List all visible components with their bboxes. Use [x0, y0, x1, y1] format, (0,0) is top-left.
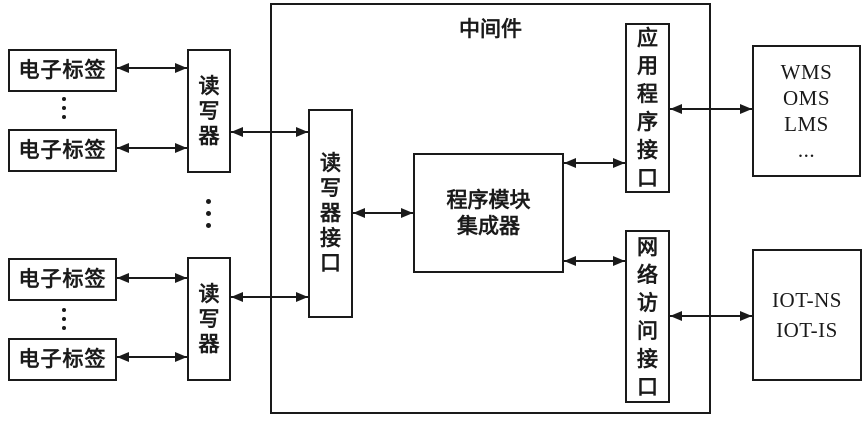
bidirectional-arrow-reader-interface-integrator [353, 208, 413, 218]
iot-services-box: IOT-NS IOT-IS [752, 249, 862, 381]
network-access-interface-box: 网 络 访 问 接 口 [625, 230, 670, 403]
application-program-interface-box: 应 用 程 序 接 口 [625, 23, 670, 193]
electronic-tag-box-4: 电子标签 [8, 338, 117, 381]
bidirectional-arrow-tag2-reader1 [117, 143, 187, 153]
bidirectional-arrow-network-interface-iot [670, 311, 752, 321]
bidirectional-arrow-reader1-reader-interface [231, 127, 308, 137]
reader-box-1: 读 写 器 [187, 49, 231, 173]
reader-box-2: 读 写 器 [187, 257, 231, 381]
vertical-ellipsis-icon [62, 97, 66, 119]
reader-interface-box: 读 写 器 接 口 [308, 109, 353, 318]
vertical-ellipsis-icon [62, 308, 66, 330]
bidirectional-arrow-integrator-network-interface [564, 256, 625, 266]
bidirectional-arrow-integrator-application-interface [564, 158, 625, 168]
application-systems-box: WMS OMS LMS ... [752, 45, 861, 177]
electronic-tag-box-3: 电子标签 [8, 258, 117, 301]
vertical-ellipsis-icon [206, 199, 211, 228]
bidirectional-arrow-tag4-reader2 [117, 352, 187, 362]
bidirectional-arrow-tag3-reader2 [117, 273, 187, 283]
program-module-integrator-box: 程序模块 集成器 [413, 153, 564, 273]
bidirectional-arrow-reader2-reader-interface [231, 292, 308, 302]
electronic-tag-box-1: 电子标签 [8, 49, 117, 92]
middleware-title: 中间件 [459, 17, 522, 41]
bidirectional-arrow-application-interface-systems [670, 104, 752, 114]
bidirectional-arrow-tag1-reader1 [117, 63, 187, 73]
electronic-tag-box-2: 电子标签 [8, 129, 117, 172]
